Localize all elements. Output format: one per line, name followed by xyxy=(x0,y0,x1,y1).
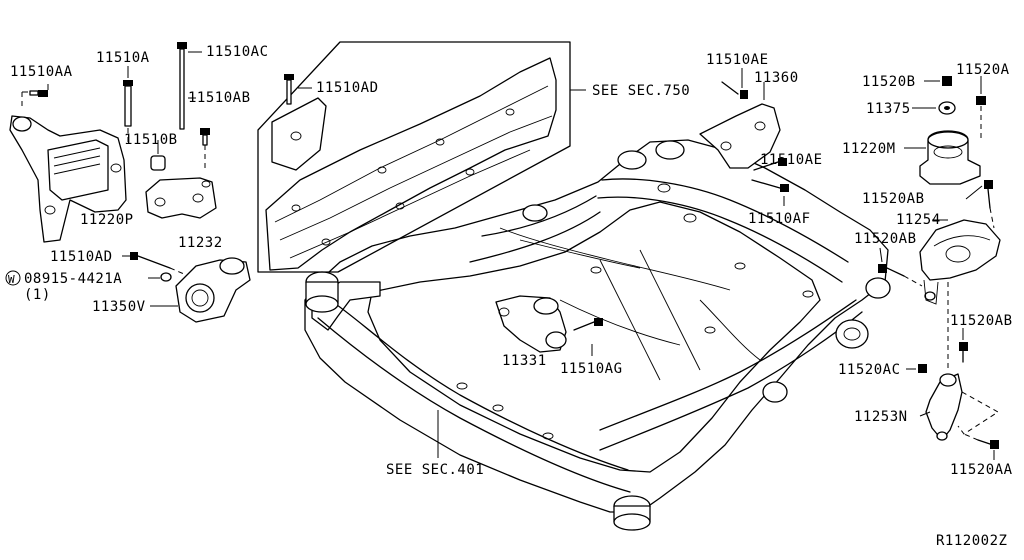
label-11510ae-mid: 11510AE xyxy=(760,152,823,168)
label-11254: 11254 xyxy=(896,212,941,228)
bolt-11510ae-top xyxy=(721,81,748,99)
label-08915-4421a: 08915-4421A xyxy=(24,271,122,287)
drawing-number: R112002Z xyxy=(936,533,1007,549)
bolt-11520ab-c xyxy=(959,342,968,363)
label-11510af: 11510AF xyxy=(748,211,811,227)
label-11510ae-top: 11510AE xyxy=(706,52,769,68)
bolt-11520ab-b xyxy=(878,264,905,277)
label-11331: 11331 xyxy=(502,353,547,369)
nut-11520b xyxy=(942,76,952,86)
bolt-11510af xyxy=(751,179,789,192)
label-11510ac: 11510AC xyxy=(206,44,269,60)
washer-08915-4421a xyxy=(160,272,172,282)
label-11220m: 11220M xyxy=(842,141,896,157)
bolt-11510ad-left xyxy=(130,252,171,269)
washer-11375 xyxy=(938,101,956,115)
label-11510ad-left: 11510AD xyxy=(50,249,113,265)
label-08915-qty: (1) xyxy=(24,287,51,303)
label-11510b: 11510B xyxy=(124,132,178,148)
bolt-11510ae-mid xyxy=(753,158,787,171)
mount-11331 xyxy=(495,295,567,353)
label-11520a: 11520A xyxy=(956,62,1010,78)
plug-11510b xyxy=(150,155,166,171)
bracket-11232 xyxy=(145,177,217,219)
bolt-11510a xyxy=(123,80,133,127)
label-11350v: 11350V xyxy=(92,299,146,315)
label-11510a: 11510A xyxy=(96,50,150,66)
label-11510ad-top: 11510AD xyxy=(316,80,379,96)
bolt-11520a xyxy=(976,96,986,105)
mount-11350v xyxy=(175,257,251,323)
bracket-11253n xyxy=(925,373,963,441)
bracket-11360 xyxy=(699,103,781,169)
label-11510ag: 11510AG xyxy=(560,361,623,377)
label-11520ab-a: 11520AB xyxy=(862,191,925,207)
bolt-11520aa-bottom xyxy=(977,439,999,449)
bolt-11520ab-a xyxy=(984,180,993,209)
label-11253n: 11253N xyxy=(854,409,908,425)
label-11520aa-bottom: 11520AA xyxy=(950,462,1013,478)
label-11375: 11375 xyxy=(866,101,911,117)
bolt-11510ad-top xyxy=(284,74,294,105)
label-11510ab: 11510AB xyxy=(188,90,251,106)
bolt-11510aa-top xyxy=(29,90,48,97)
label-11232: 11232 xyxy=(178,235,223,251)
bolt-11510ab xyxy=(200,128,210,146)
bolt-11510ag xyxy=(573,318,603,331)
label-11510aa-top: 11510AA xyxy=(10,64,73,80)
label-11520b: 11520B xyxy=(862,74,916,90)
label-11520ab-b: 11520AB xyxy=(854,231,917,247)
mount-insulator-11220m xyxy=(919,130,981,185)
mount-insulator-11220p xyxy=(9,115,127,243)
label-11220p: 11220P xyxy=(80,212,134,228)
see-sec-750-label: SEE SEC.750 xyxy=(592,83,690,99)
label-11520ac: 11520AC xyxy=(838,362,901,378)
label-08915-prefix: W xyxy=(8,273,15,286)
see-sec-401-label: SEE SEC.401 xyxy=(386,462,484,478)
bolt-11510ac xyxy=(177,42,187,130)
label-11520ab-c: 11520AB xyxy=(950,313,1013,329)
sec750-frame-rail-inset xyxy=(257,41,571,273)
label-11360: 11360 xyxy=(754,70,799,86)
bracket-11254 xyxy=(919,219,1001,305)
bolt-11520ac xyxy=(918,364,927,373)
